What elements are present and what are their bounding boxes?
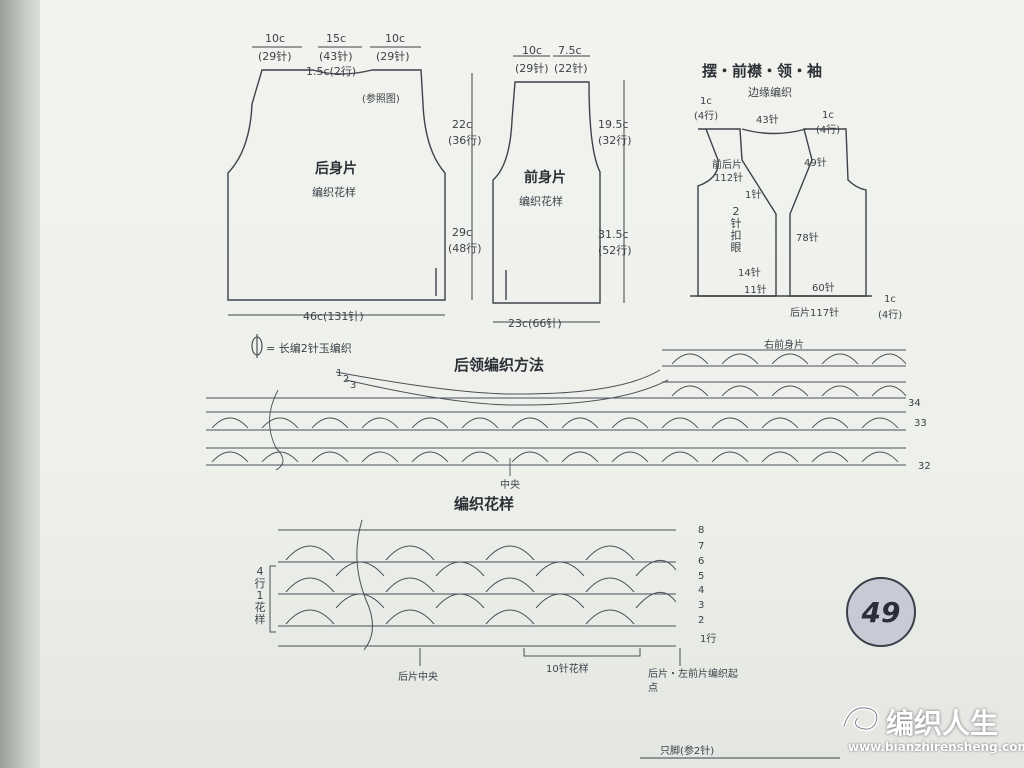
front-height-bottom-rows: (52行) (598, 244, 632, 257)
edging-right-1c: 1c (822, 110, 834, 121)
collar-row-34: 34 (908, 398, 921, 409)
back-piece-title: 后身片 (315, 161, 357, 177)
edging-right-1c-rows: (4行) (816, 125, 841, 136)
edging-front-back: 前后片 (712, 160, 742, 171)
back-top-right-dim: 10c (385, 32, 406, 45)
front-piece-pattern: 编织花样 (519, 195, 563, 208)
collar-row-3: 3 (350, 380, 357, 391)
back-width: 46c(131针) (303, 310, 364, 323)
edging-right-front (789, 128, 867, 297)
back-top-left-stitches: (29针) (258, 50, 292, 63)
front-top-right-stitches: (22针) (554, 62, 588, 75)
edging-left-1c: 1c (700, 96, 712, 107)
legend-symbol (251, 334, 263, 358)
back-piece-pattern: 编织花样 (312, 186, 356, 199)
pattern-row-6: 6 (698, 556, 705, 567)
collar-row-2: 2 (343, 374, 350, 385)
front-piece-title: 前身片 (524, 170, 566, 186)
front-top-left-dim: 10c (522, 44, 543, 57)
edging-left-1c-rows: (4行) (694, 111, 719, 122)
legend-text: = 长编2针玉编织 (266, 342, 352, 355)
front-piece-outline (492, 81, 601, 304)
collar-row-1: 1 (336, 368, 343, 379)
back-top-mid-dim: 15c (326, 32, 347, 45)
pattern-row-5: 5 (698, 571, 705, 582)
back-height-top-rows: (36行) (448, 134, 482, 147)
front-top-right-dim: 7.5c (558, 44, 582, 57)
collar-fans (211, 353, 907, 476)
edging-title: 摆・前襟・领・袖 (702, 62, 823, 80)
front-width: 23c(66针) (508, 317, 562, 330)
pattern-start-point: 后片・左前片编织起点 (648, 669, 738, 694)
back-top-right-stitches: (29针) (376, 50, 410, 63)
collar-center: 中央 (500, 480, 520, 491)
pattern-row-2: 2 (698, 615, 705, 626)
back-top-mid-stitches: (43针) (319, 50, 353, 63)
pattern-row-7: 7 (698, 541, 705, 552)
edging-buttonhole: 2针扣眼 (730, 205, 742, 254)
back-ref-note: (参照图) (362, 94, 400, 105)
pattern-chart (269, 519, 681, 666)
front-top-left-stitches: (29针) (515, 62, 549, 75)
watermark-text: 编织人生 (886, 707, 999, 740)
pattern-ten-stitch: 10针花样 (546, 664, 589, 675)
back-height-top: 22c (452, 118, 473, 131)
watermark-url: www.bianzhirensheng.com (848, 740, 1024, 754)
edging-bottom-right-1c: 1c (884, 294, 896, 305)
edging-front-back-stitches: 112针 (714, 173, 744, 184)
back-piece-outline (227, 69, 446, 301)
footer-peek-text: 只脚(参2针) (660, 746, 715, 757)
pattern-back-center: 后片中央 (398, 672, 438, 683)
edging-left-front (697, 128, 777, 297)
edging-bottom-right-1c-rows: (4行) (878, 310, 903, 321)
edging-st-78: 78针 (796, 233, 819, 244)
edging-neck-43: 43针 (756, 115, 779, 126)
collar-row-33: 33 (914, 418, 927, 429)
pattern-row-1: 1行 (700, 634, 717, 645)
pattern-row-8: 8 (698, 525, 705, 536)
edging-back-117: 后片117针 (790, 308, 840, 319)
pattern-row-3: 3 (698, 600, 705, 611)
collar-right-front: 右前身片 (764, 340, 804, 351)
page-number-badge: 49 (846, 577, 916, 647)
front-height-top: 19.5c (598, 118, 629, 131)
front-height-top-rows: (32行) (598, 134, 632, 147)
edging-neck-curve (741, 128, 807, 135)
collar-row-32: 32 (918, 461, 931, 472)
back-top-left-dim: 10c (265, 32, 286, 45)
edging-sleeve-49: 49针 (804, 158, 827, 169)
pattern-title: 编织花样 (454, 495, 515, 513)
edging-st-60: 60针 (812, 283, 835, 294)
pattern-repeat-label: 4行1花样 (254, 565, 266, 626)
edging-st-1: 1针 (745, 190, 762, 201)
watermark-swirl-icon (842, 705, 879, 732)
front-height-bottom: 31.5c (598, 228, 629, 241)
edging-subtitle: 边缘编织 (748, 86, 792, 99)
edging-st-11: 11针 (744, 285, 767, 296)
edging-st-14: 14针 (738, 268, 761, 279)
pattern-row-4: 4 (698, 585, 705, 596)
back-height-bottom: 29c (452, 226, 473, 239)
collar-chart (206, 349, 906, 466)
collar-title: 后领编织方法 (454, 356, 545, 374)
back-height-bottom-rows: (48行) (448, 242, 482, 255)
back-neck-dim: 1.5c(2行) (306, 65, 357, 78)
